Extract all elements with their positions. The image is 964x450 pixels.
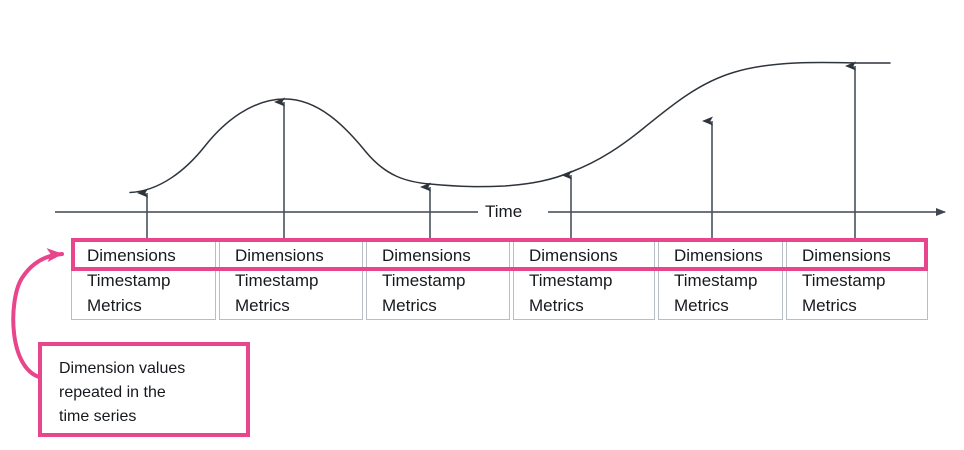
record-box[interactable]: Dimensions Timestamp Metrics (71, 238, 216, 320)
callout-pointer-arrow (11, 248, 64, 380)
timeseries-curve (129, 61, 891, 194)
record-field-metrics: Metrics (382, 296, 437, 315)
record-field-timestamp: Timestamp (802, 271, 886, 290)
record-box[interactable]: Dimensions Timestamp Metrics (658, 238, 783, 320)
record-field-metrics: Metrics (802, 296, 857, 315)
record-field-dimensions: Dimensions (802, 246, 891, 265)
record-field-timestamp: Timestamp (235, 271, 319, 290)
record-field-timestamp: Timestamp (529, 271, 613, 290)
record-field-timestamp: Timestamp (87, 271, 171, 290)
record-box[interactable]: Dimensions Timestamp Metrics (366, 238, 510, 320)
record-box[interactable]: Dimensions Timestamp Metrics (219, 238, 363, 320)
record-box[interactable]: Dimensions Timestamp Metrics (786, 238, 928, 320)
record-box[interactable]: Dimensions Timestamp Metrics (513, 238, 655, 320)
record-field-metrics: Metrics (87, 296, 142, 315)
record-field-dimensions: Dimensions (235, 246, 324, 265)
record-field-dimensions: Dimensions (674, 246, 763, 265)
record-field-timestamp: Timestamp (382, 271, 466, 290)
record-field-timestamp: Timestamp (674, 271, 758, 290)
record-field-dimensions: Dimensions (87, 246, 176, 265)
record-field-dimensions: Dimensions (529, 246, 618, 265)
time-axis-label: Time (478, 202, 530, 222)
callout-line-3: time series (59, 408, 137, 425)
callout-line-1: Dimension values (59, 360, 186, 377)
record-field-metrics: Metrics (674, 296, 729, 315)
callout-box: Dimension values repeated in the time se… (38, 342, 250, 437)
record-field-metrics: Metrics (235, 296, 290, 315)
record-field-dimensions: Dimensions (382, 246, 471, 265)
callout-line-2: repeated in the (59, 384, 166, 401)
record-field-metrics: Metrics (529, 296, 584, 315)
